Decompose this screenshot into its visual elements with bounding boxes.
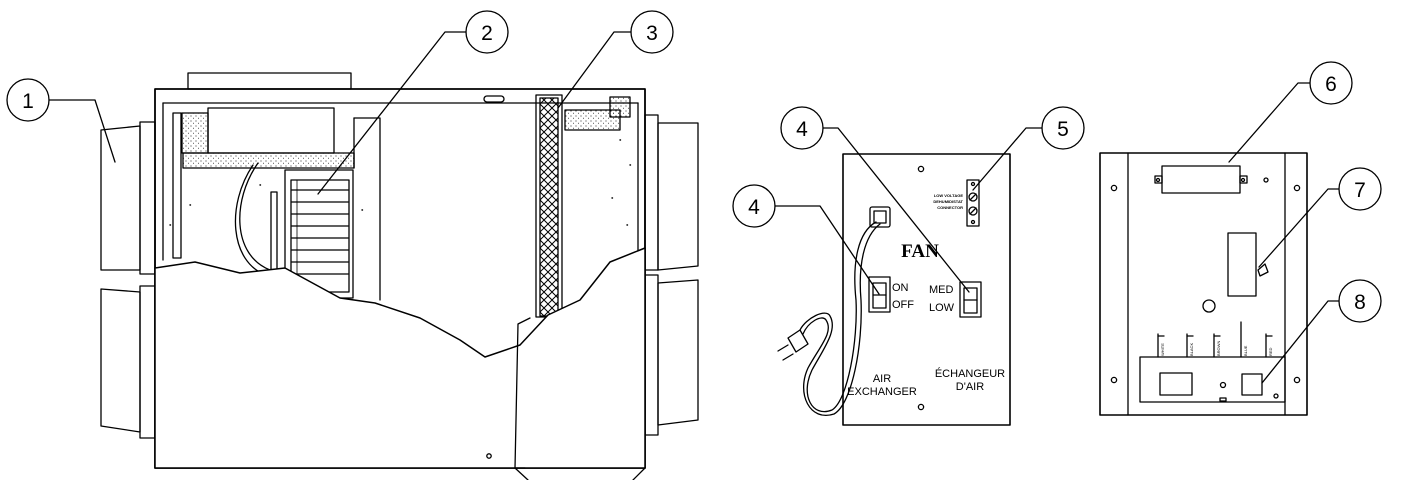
callout-1: 1 bbox=[22, 90, 34, 113]
wire-label-white: WHITE bbox=[1160, 343, 1165, 356]
callout-2: 2 bbox=[481, 22, 493, 45]
terminal-board bbox=[1139, 321, 1286, 403]
insulation-left bbox=[172, 107, 381, 301]
english-name-line-1: AIR bbox=[873, 373, 891, 385]
switch-on-label: ON bbox=[892, 282, 909, 294]
dehumidistat-connector bbox=[966, 179, 980, 227]
english-name-line-2: EXCHANGER bbox=[847, 386, 917, 398]
french-name-line-2: D'AIR bbox=[956, 381, 984, 393]
wire-label-black: BLACK bbox=[1189, 343, 1194, 356]
control-panel bbox=[777, 153, 1011, 426]
power-cord bbox=[777, 221, 881, 417]
connector-label-1: LOW VOLTAGE bbox=[934, 193, 964, 198]
left-ports bbox=[100, 121, 156, 439]
callout-4-top: 4 bbox=[796, 118, 808, 141]
callout-7: 7 bbox=[1354, 179, 1366, 202]
callout-8: 8 bbox=[1354, 291, 1366, 314]
control-panel-labels: FAN ON OFF MED LOW LOW VOLTAGE DEHUMIDIS… bbox=[847, 193, 1005, 398]
wire-label-brown: BROWN bbox=[1216, 341, 1221, 356]
callout-markers bbox=[6, 10, 1382, 384]
connector-label-2: DEHUMIDISTAT bbox=[933, 199, 963, 204]
right-ports bbox=[644, 114, 699, 436]
connector-label-3: CONNECTOR bbox=[937, 205, 963, 210]
wire-label-blue: BLUE bbox=[1243, 345, 1248, 356]
french-name-line-1: ÉCHANGEUR bbox=[935, 367, 1005, 380]
callout-5: 5 bbox=[1057, 118, 1069, 141]
speed-med-label: MED bbox=[929, 284, 954, 296]
relay-component bbox=[1227, 232, 1269, 297]
speed-low-label: LOW bbox=[929, 302, 955, 314]
wire-label-red: RED bbox=[1268, 347, 1273, 356]
callout-6: 6 bbox=[1325, 73, 1337, 96]
callout-4-left: 4 bbox=[748, 196, 760, 219]
callout-3: 3 bbox=[646, 22, 658, 45]
speed-switch bbox=[959, 281, 982, 318]
fan-title: FAN bbox=[901, 241, 939, 262]
switch-off-label: OFF bbox=[892, 299, 914, 311]
wire-labels: WHITE BLACK BROWN BLUE RED bbox=[1160, 341, 1273, 356]
air-exchanger-unit bbox=[100, 72, 699, 480]
power-switch bbox=[868, 276, 891, 313]
callout-numbers: 1 2 3 4 4 5 6 7 8 bbox=[22, 22, 1366, 314]
circuit-board-panel bbox=[1099, 152, 1308, 416]
